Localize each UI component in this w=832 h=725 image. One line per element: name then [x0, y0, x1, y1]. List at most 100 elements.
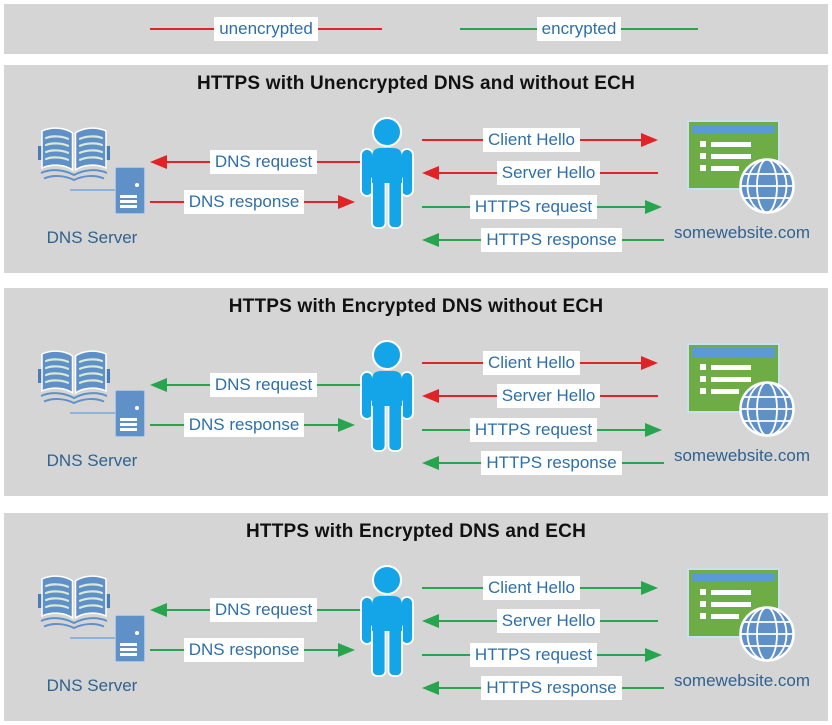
dns-book-icon [38, 575, 110, 630]
arrowhead-left-icon [422, 233, 439, 247]
arrow-label: HTTPS response [481, 676, 622, 700]
arrow-label: HTTPS response [481, 228, 622, 252]
arrowhead-left-icon [150, 603, 167, 617]
arrowhead-right-icon [641, 356, 658, 370]
arrow-dns-response: DNS response [150, 637, 355, 663]
legend: unencrypted encrypted [4, 4, 828, 54]
arrow-label: Client Hello [483, 351, 580, 375]
unencrypted-line [150, 28, 215, 30]
window-titlebar [692, 125, 775, 134]
legend-label-encrypted: encrypted [536, 17, 622, 41]
arrowhead-left-icon [422, 166, 439, 180]
unencrypted-line [317, 28, 383, 30]
book-server-connector [70, 412, 116, 414]
arrow-client-hello: Client Hello [422, 575, 658, 601]
arrow-label: DNS request [209, 598, 318, 622]
arrowhead-right-icon [641, 133, 658, 147]
arrowhead-right-icon [645, 200, 662, 214]
dns-server-label: DNS Server [46, 228, 138, 247]
arrow-label: HTTPS request [469, 643, 598, 667]
arrow-https-request: HTTPS request [422, 194, 662, 220]
arrow-server-hello: Server Hello [422, 160, 659, 186]
arrow-label: HTTPS response [481, 451, 622, 475]
dns-server-icon [115, 167, 145, 214]
website-label: somewebsite.com [673, 223, 811, 242]
arrow-https-response: HTTPS response [422, 227, 665, 253]
server-vents [120, 195, 137, 208]
website-label: somewebsite.com [673, 446, 811, 465]
arrowhead-right-icon [645, 423, 662, 437]
arrow-label: Server Hello [496, 161, 601, 185]
dns-server-icon [115, 615, 145, 662]
panel-title: HTTPS with Encrypted DNS without ECH [228, 296, 604, 317]
dns-book-icon [38, 350, 110, 405]
globe-icon [739, 158, 795, 214]
arrow-label: DNS response [183, 190, 305, 214]
arrow-label: DNS request [209, 373, 318, 397]
legend-label-unencrypted: unencrypted [214, 17, 318, 41]
dns-server-label: DNS Server [46, 676, 138, 695]
arrowhead-right-icon [641, 581, 658, 595]
arrow-label: Server Hello [496, 609, 601, 633]
panel-title: HTTPS with Encrypted DNS and ECH [246, 521, 586, 542]
arrowhead-left-icon [422, 681, 439, 695]
arrow-dns-response: DNS response [150, 189, 355, 215]
arrow-https-response: HTTPS response [422, 675, 665, 701]
arrow-https-request: HTTPS request [422, 642, 662, 668]
server-vents [120, 643, 137, 656]
arrow-server-hello: Server Hello [422, 383, 659, 409]
arrowhead-left-icon [150, 378, 167, 392]
panel-encrypted-dns-with-ech: HTTPS with Encrypted DNS and ECH [4, 513, 828, 721]
arrow-label: HTTPS request [469, 418, 598, 442]
arrow-https-response: HTTPS response [422, 450, 665, 476]
window-titlebar [692, 573, 775, 582]
server-led [135, 183, 139, 187]
server-vents [120, 418, 137, 431]
arrow-label: DNS request [209, 150, 318, 174]
arrow-label: Client Hello [483, 576, 580, 600]
arrowhead-right-icon [338, 195, 355, 209]
website-label: somewebsite.com [673, 671, 811, 690]
arrowhead-left-icon [422, 456, 439, 470]
arrowhead-right-icon [645, 648, 662, 662]
arrow-label: HTTPS request [469, 195, 598, 219]
book-server-connector [70, 637, 116, 639]
encrypted-line [621, 28, 699, 30]
server-led [135, 406, 139, 410]
arrowhead-left-icon [422, 389, 439, 403]
arrowhead-left-icon [150, 155, 167, 169]
arrowhead-right-icon [338, 418, 355, 432]
window-list [700, 589, 751, 619]
arrow-server-hello: Server Hello [422, 608, 659, 634]
legend-item-unencrypted: unencrypted [150, 16, 383, 42]
arrowhead-left-icon [422, 614, 439, 628]
arrow-https-request: HTTPS request [422, 417, 662, 443]
panel-title: HTTPS with Unencrypted DNS and without E… [196, 73, 635, 94]
arrowhead-right-icon [338, 643, 355, 657]
window-list [700, 141, 751, 171]
arrow-dns-response: DNS response [150, 412, 355, 438]
encrypted-line [460, 28, 537, 30]
arrow-label: Client Hello [483, 128, 580, 152]
arrow-dns-request: DNS request [150, 372, 361, 398]
arrow-dns-request: DNS request [150, 149, 361, 175]
globe-icon [739, 606, 795, 662]
book-server-connector [70, 189, 116, 191]
website-window-icon [687, 343, 780, 413]
arrow-label: Server Hello [496, 384, 601, 408]
arrow-label: DNS response [183, 413, 305, 437]
dns-book-icon [38, 127, 110, 182]
panel-encrypted-dns-no-ech: HTTPS with Encrypted DNS without ECH [4, 288, 828, 496]
person-icon [360, 565, 414, 677]
server-led [135, 631, 139, 635]
window-list [700, 364, 751, 394]
arrow-dns-request: DNS request [150, 597, 361, 623]
arrow-label: DNS response [183, 638, 305, 662]
arrow-client-hello: Client Hello [422, 350, 658, 376]
person-icon [360, 117, 414, 229]
panel-unencrypted-dns-no-ech: HTTPS with Unencrypted DNS and without E… [4, 65, 828, 273]
dns-server-label: DNS Server [46, 451, 138, 470]
window-titlebar [692, 348, 775, 357]
person-icon [360, 340, 414, 452]
